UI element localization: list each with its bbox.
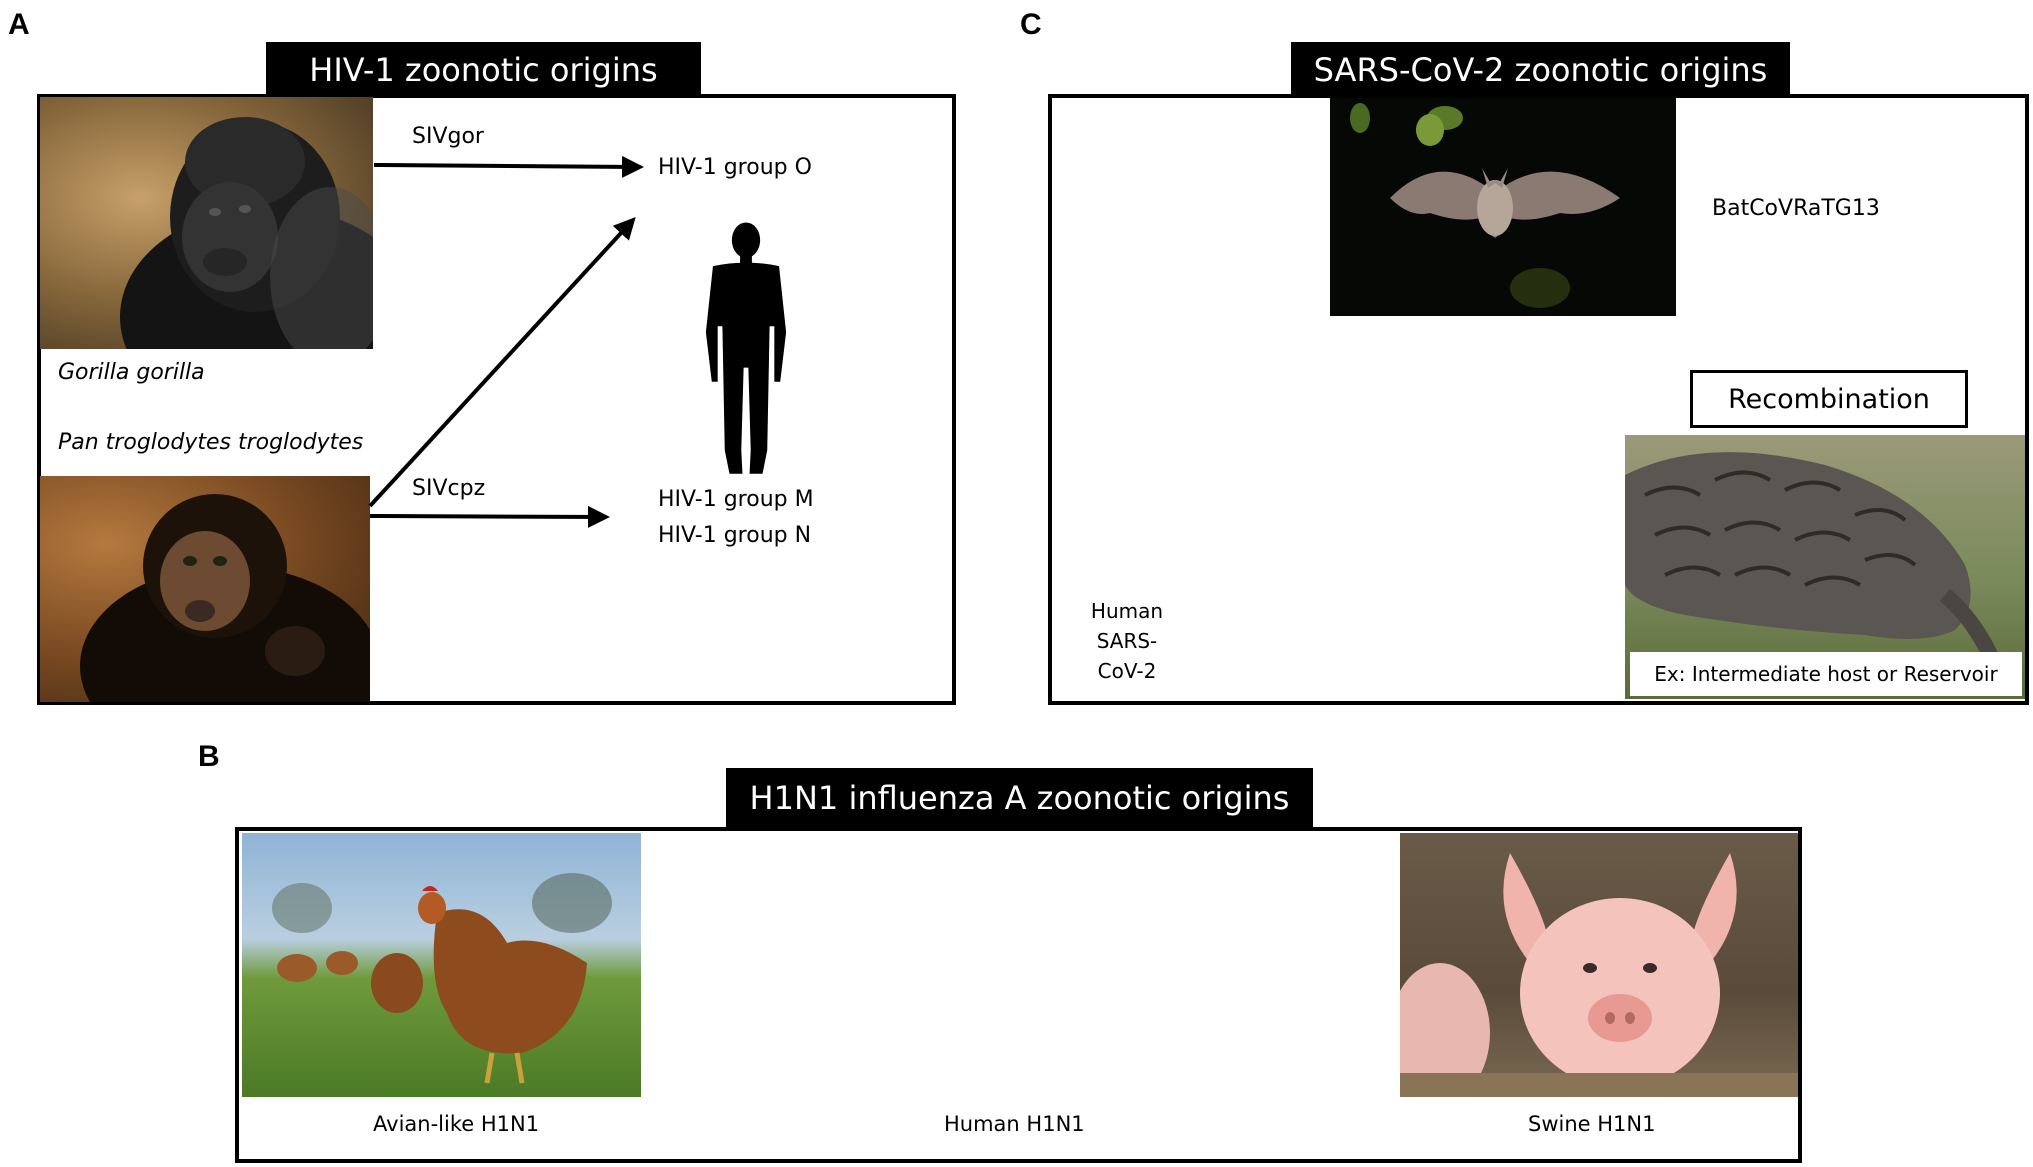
bat-photo bbox=[1330, 98, 1676, 316]
bat-virus-label: BatCoVRaTG13 bbox=[1712, 196, 1880, 221]
human-sars-line-3: CoV-2 bbox=[1097, 659, 1157, 683]
hiv-group-m-label: HIV-1 group M bbox=[658, 487, 814, 512]
hiv-group-n-label: HIV-1 group N bbox=[658, 523, 812, 548]
chimp-photo bbox=[40, 476, 370, 702]
human-sars-line-2: SARS- bbox=[1096, 629, 1158, 653]
siv-gor-label: SIVgor bbox=[412, 124, 484, 149]
recombination-box: Recombination bbox=[1690, 370, 1968, 428]
gorilla-species-label: Gorilla gorilla bbox=[58, 360, 205, 385]
pig-photo bbox=[1400, 833, 1798, 1097]
chimp-species-label: Pan troglodytes troglodytes bbox=[58, 430, 364, 455]
chicken-photo bbox=[242, 833, 641, 1097]
intermediate-host-label: Ex: Intermediate host or Reservoir bbox=[1630, 652, 2022, 696]
panel-b-title: H1N1 influenza A zoonotic origins bbox=[726, 768, 1313, 828]
panel-letter-b: B bbox=[198, 740, 220, 773]
panel-letter-c: C bbox=[1020, 8, 1042, 41]
panel-c-title: SARS-CoV-2 zoonotic origins bbox=[1291, 42, 1790, 98]
panel-a-title: HIV-1 zoonotic origins bbox=[266, 42, 701, 98]
human-h1n1-label: Human H1N1 bbox=[944, 1112, 1085, 1136]
hiv-group-o-label: HIV-1 group O bbox=[658, 155, 812, 180]
human-sars-line-1: Human bbox=[1090, 599, 1164, 623]
siv-cpz-label: SIVcpz bbox=[412, 476, 486, 501]
swine-h1n1-label: Swine H1N1 bbox=[1528, 1112, 1656, 1136]
avian-h1n1-label: Avian-like H1N1 bbox=[373, 1112, 540, 1136]
human-sars-label: Human SARS- CoV-2 bbox=[1082, 596, 1172, 686]
gorilla-photo bbox=[40, 97, 373, 349]
panel-letter-a: A bbox=[8, 8, 30, 41]
